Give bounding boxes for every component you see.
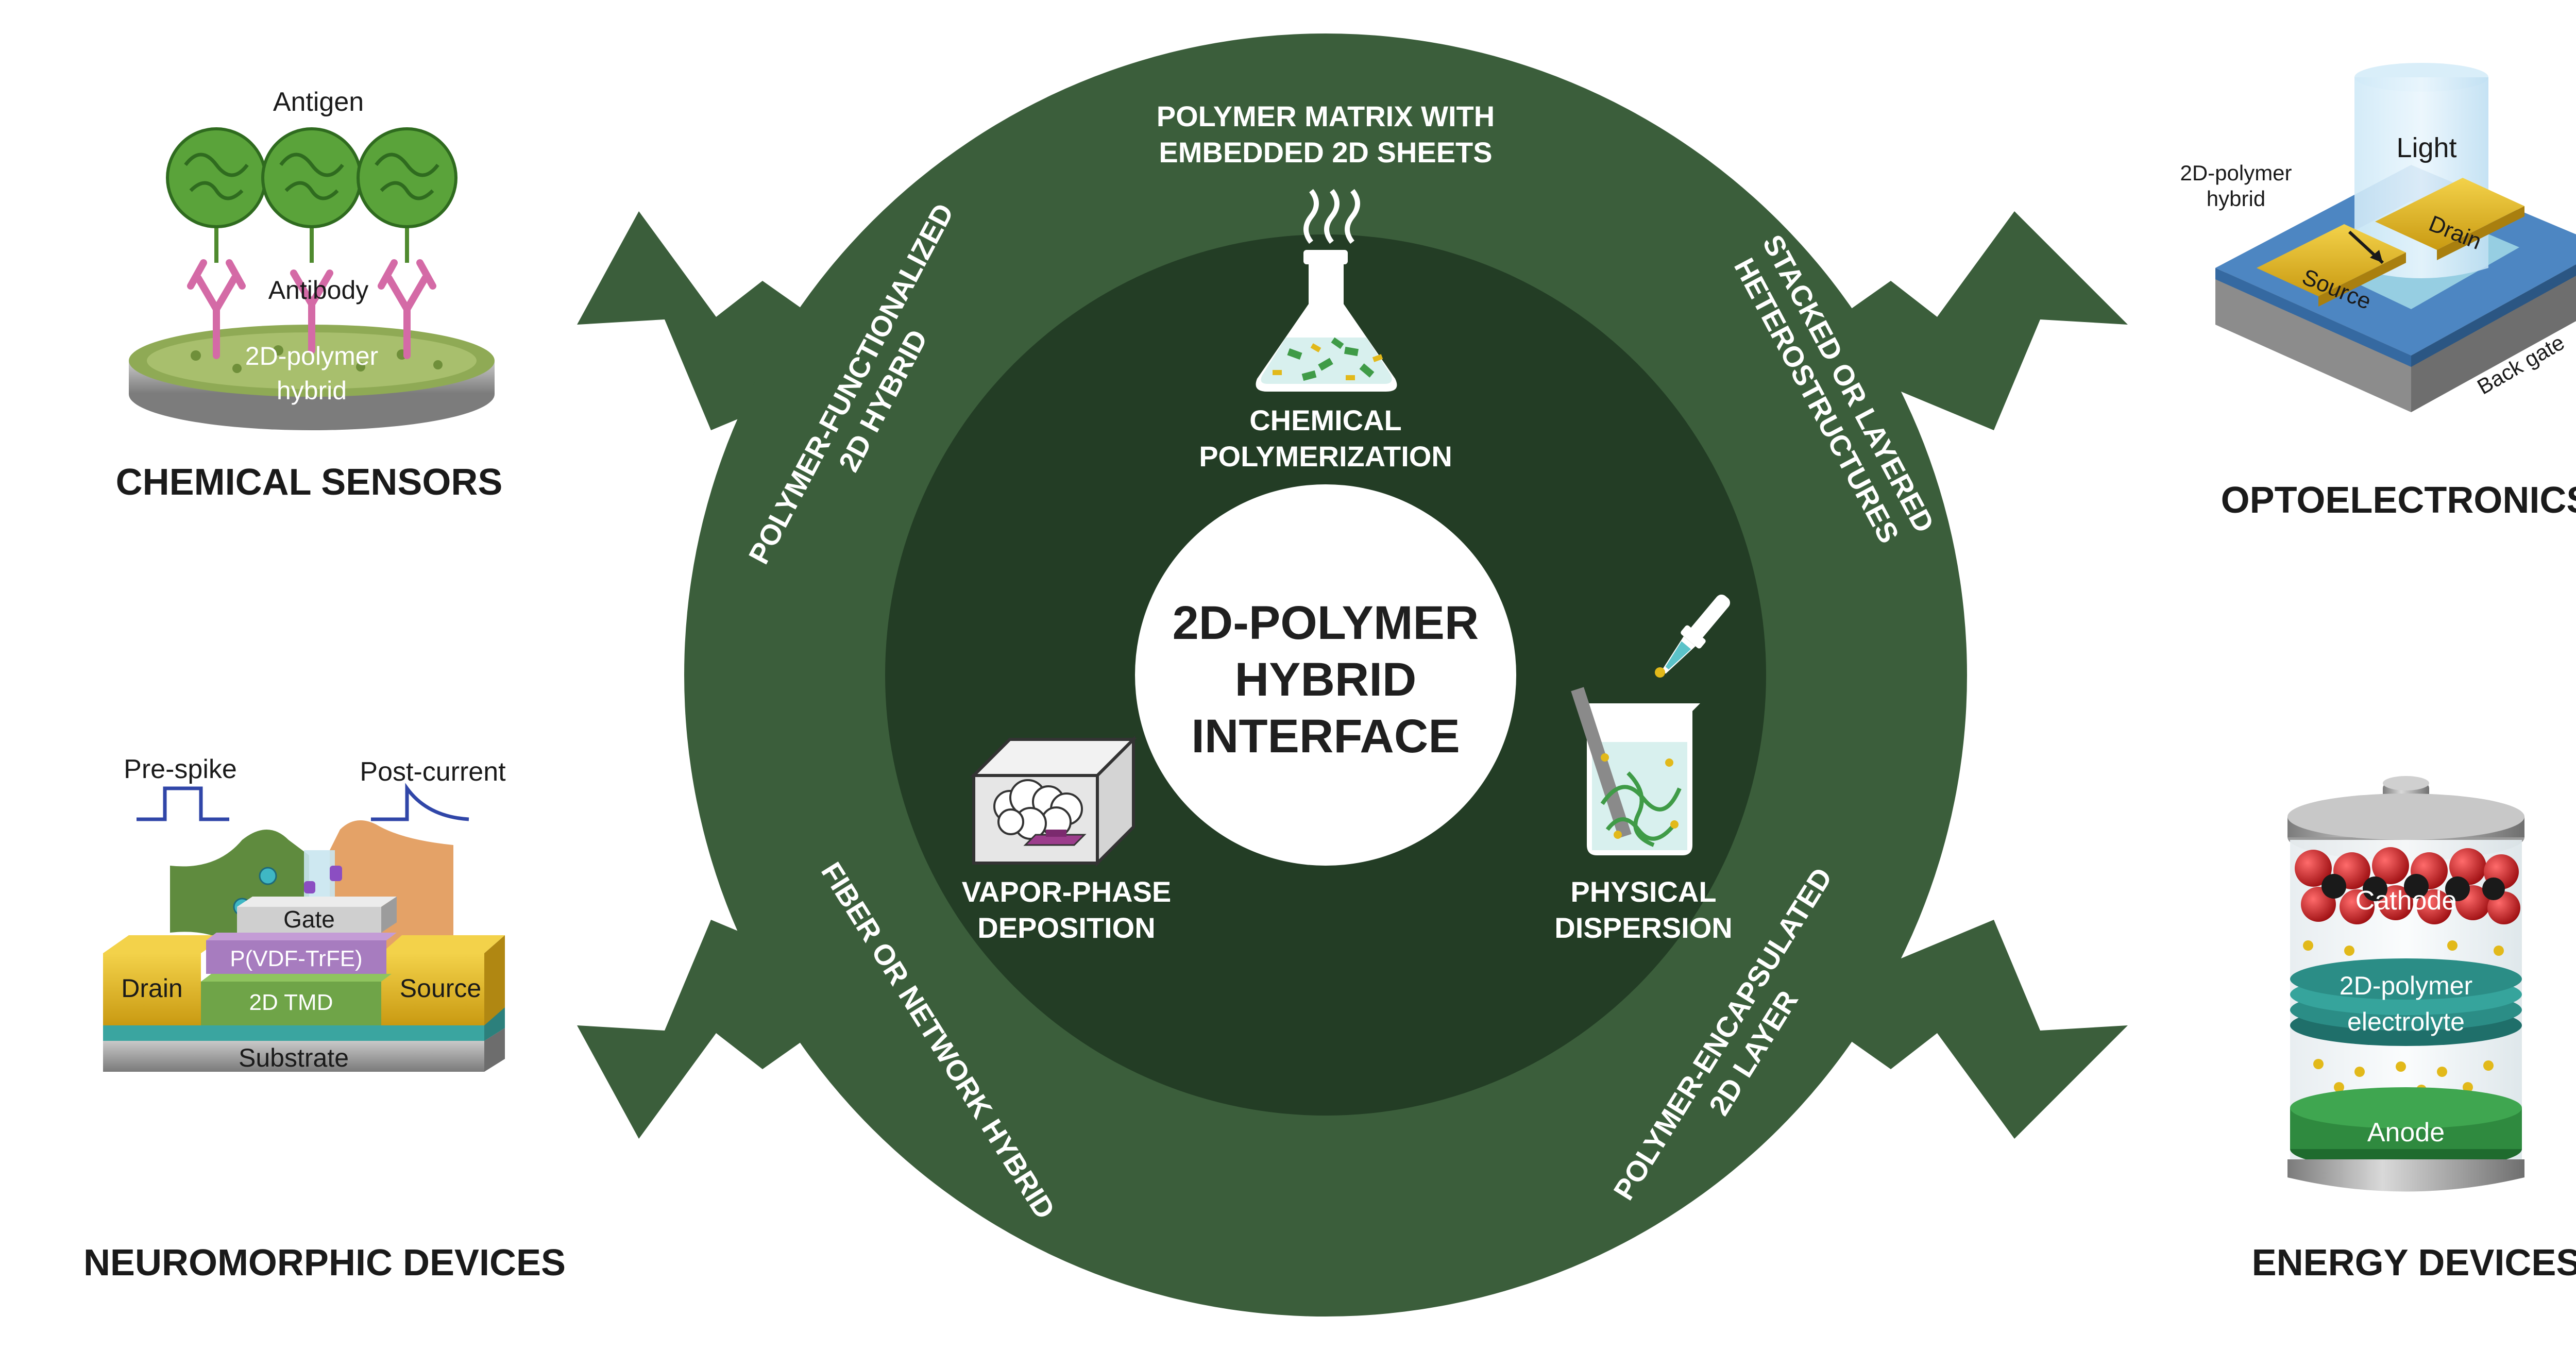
center-line-3: INTERFACE [1191,710,1460,763]
inner-top-line-2: POLYMERIZATION [1199,440,1452,472]
post-current-label: Post-current [360,757,506,787]
inner-left-line-2: DEPOSITION [977,912,1155,944]
opto-hybrid-label-1: 2D-polymer [2180,161,2292,185]
light-label: Light [2396,132,2456,163]
antibody-label: Antibody [268,276,369,305]
post-current-waveform [371,783,469,821]
neuromorphic-panel: Pre-spike Post-current [83,754,566,1284]
neuro-drain-label: Drain [121,974,182,1003]
inner-right-line-2: DISPERSION [1554,912,1732,944]
energy-title: ENERGY DEVICES [2252,1242,2576,1284]
opto-hybrid-label-2: hybrid [2207,187,2265,211]
electrolyte-layers [2290,958,2522,1046]
chemical-sensors-panel: Antigen Antibody 2D-polymer hybrid CHEMI… [116,87,503,503]
antigen-label: Antigen [273,87,364,117]
pre-spike-waveform [137,786,229,821]
vapor-chamber-icon [970,735,1138,867]
center-title: 2D-POLYMER HYBRID INTERFACE [1173,597,1479,763]
center-line-1: 2D-POLYMER [1173,597,1479,649]
optoelectronics-panel: Light 2D-polymer hybrid Drain Source Bac… [2180,63,2576,521]
anode-label: Anode [2367,1118,2445,1148]
substrate-label: Substrate [239,1043,349,1072]
flask-icon [1256,189,1397,392]
neuromorphic-title: NEUROMORPHIC DEVICES [83,1242,566,1284]
center-line-2: HYBRID [1235,653,1417,706]
optoelectronics-title: OPTOELECTRONICS [2221,480,2576,521]
cathode-label: Cathode [2355,886,2457,916]
neuro-source-label: Source [400,974,481,1003]
antigen-icon [166,127,457,263]
gate-label: Gate [283,906,335,933]
sensor-hybrid-label-2: hybrid [277,376,347,405]
ring-top-line-1: POLYMER MATRIX WITH [1157,100,1495,132]
ferroelectric-label: P(VDF-TrFE) [230,946,362,971]
inner-top-line-1: CHEMICAL [1249,404,1402,436]
beaker-dropper-icon [1571,594,1731,855]
pre-spike-label: Pre-spike [124,754,237,784]
inner-right-line-1: PHYSICAL [1570,875,1716,908]
ring-top-line-2: EMBEDDED 2D SHEETS [1159,136,1492,168]
tmd-label: 2D TMD [249,990,333,1015]
cathode-particles [2295,847,2520,924]
inner-left-line-1: VAPOR-PHASE [962,875,1172,908]
sensor-hybrid-label-1: 2D-polymer [245,342,378,370]
chemical-sensors-title: CHEMICAL SENSORS [116,462,503,503]
electrolyte-label-2: electrolyte [2347,1007,2465,1036]
energy-panel: Cathode 2D-polymer electrolyte Anode ENE… [2252,776,2576,1284]
electrolyte-label-1: 2D-polymer [2340,971,2472,1000]
center-circle [1135,484,1516,866]
